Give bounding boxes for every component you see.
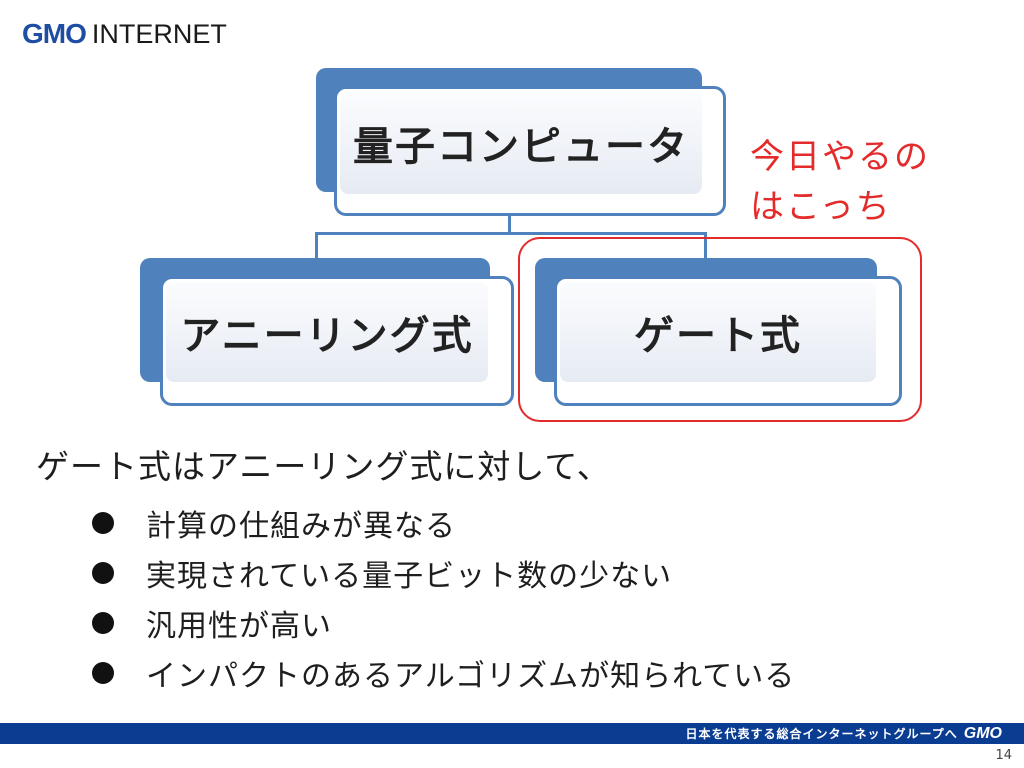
logo-gmo-text: GMO: [22, 18, 87, 49]
annealing-box-label: アニーリング式: [166, 282, 488, 382]
bullet-list: 計算の仕組みが異なる 実現されている量子ビット数の少ない 汎用性が高い インパク…: [92, 498, 795, 698]
connector-right-drop: [704, 232, 707, 258]
list-item-text: 汎用性が高い: [146, 609, 332, 644]
bullet-dot-icon: [92, 662, 114, 684]
root-box-label: 量子コンピュータ: [340, 92, 702, 194]
today-note-line1: 今日やるの: [750, 137, 930, 177]
today-note: 今日やるの はこっち: [750, 132, 930, 232]
list-item: インパクトのあるアルゴリズムが知られている: [92, 648, 795, 698]
footer-gmo-logo: GMO: [963, 724, 1002, 742]
bullet-dot-icon: [92, 512, 114, 534]
gate-highlight-frame: [518, 237, 922, 422]
bullet-dot-icon: [92, 562, 114, 584]
list-item: 計算の仕組みが異なる: [92, 498, 795, 548]
bullet-dot-icon: [92, 612, 114, 634]
lead-sentence: ゲート式はアニーリング式に対して、: [36, 447, 611, 486]
footer-bar: 日本を代表する総合インターネットグループへ GMO: [0, 723, 1024, 744]
list-item: 実現されている量子ビット数の少ない: [92, 548, 795, 598]
connector-left-drop: [315, 232, 318, 258]
footer-tagline: 日本を代表する総合インターネットグループへ: [685, 727, 958, 741]
page-number: 14: [995, 748, 1012, 763]
today-note-line2: はこっち: [750, 187, 892, 227]
list-item: 汎用性が高い: [92, 598, 795, 648]
logo-internet-text: INTERNET: [91, 18, 227, 49]
list-item-text: 実現されている量子ビット数の少ない: [146, 559, 673, 594]
gate-box-label: ゲート式: [560, 282, 876, 382]
list-item-text: インパクトのあるアルゴリズムが知られている: [146, 659, 796, 694]
gmo-internet-logo: GMO INTERNET: [22, 14, 227, 54]
connector-horizontal: [315, 232, 707, 235]
list-item-text: 計算の仕組みが異なる: [146, 509, 456, 544]
